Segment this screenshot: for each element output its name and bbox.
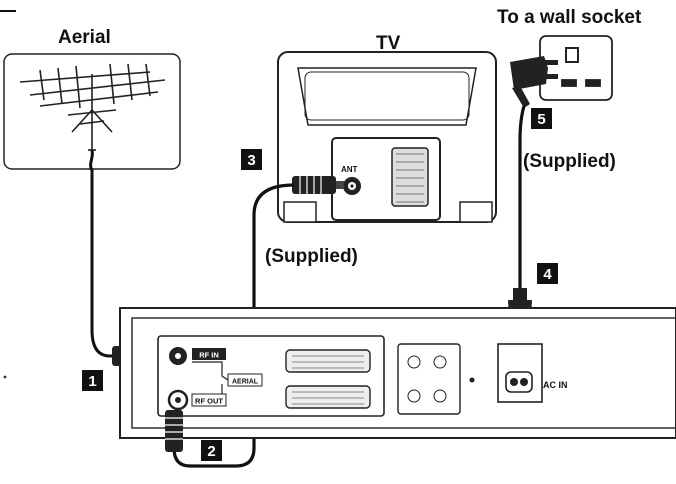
scan-dot xyxy=(3,375,7,379)
wall-socket xyxy=(539,35,613,101)
step-5-number: 5 xyxy=(537,111,545,128)
ac-inlet-socket xyxy=(510,378,528,386)
recorder-rear xyxy=(119,307,676,439)
tv-label: TV xyxy=(376,33,401,54)
rf-out-badge xyxy=(191,393,227,407)
rf-in-badge xyxy=(192,348,226,360)
step-5-box xyxy=(531,108,552,129)
aerial-tag-label: AERIAL xyxy=(232,379,259,386)
supplied-power-label: (Supplied) xyxy=(523,151,616,172)
tv-ant-socket xyxy=(343,177,361,195)
step-4-box xyxy=(537,263,558,284)
power-cable xyxy=(518,105,526,290)
aerial-label: Aerial xyxy=(58,27,111,48)
aerial-cable xyxy=(89,149,118,358)
tv-ant-label: ANT xyxy=(341,165,358,174)
step-2-number: 2 xyxy=(207,443,215,460)
tv-coax-plug xyxy=(292,176,344,194)
rf-out-plug xyxy=(165,410,183,452)
rf-cable xyxy=(172,183,295,468)
tv-rear xyxy=(277,51,497,223)
rf-out-socket xyxy=(167,389,189,411)
rf-out-label: RF OUT xyxy=(195,397,223,406)
step-1-number: 1 xyxy=(88,373,96,390)
step-3-number: 3 xyxy=(247,152,255,169)
rf-in-label: RF IN xyxy=(199,351,219,360)
rf-in-socket xyxy=(169,347,187,365)
ac-in-label: AC IN xyxy=(543,380,568,390)
wall-socket-label: To a wall socket xyxy=(497,7,642,28)
step-2-box xyxy=(201,440,222,461)
mains-plug xyxy=(510,56,558,108)
aerial-antenna-icon xyxy=(19,63,166,151)
step-3-box xyxy=(241,149,262,170)
supplied-rf-label: (Supplied) xyxy=(265,246,358,267)
step-4-number: 4 xyxy=(543,266,552,283)
step-1-box xyxy=(82,370,103,391)
